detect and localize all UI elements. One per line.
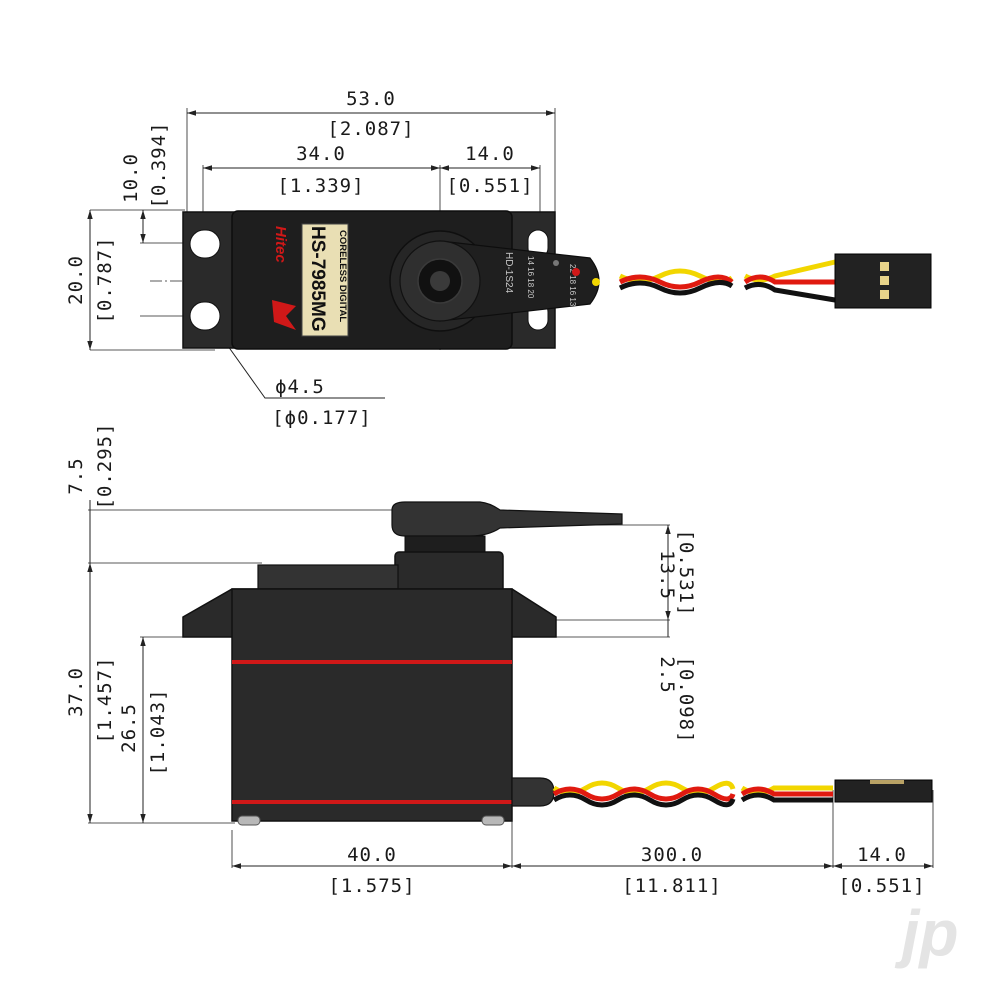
dim-hole-diameter-in: [ϕ0.177] [272,407,372,429]
dim-wire-length-in: [11.811] [622,875,722,897]
wire-bundle-side [552,780,833,808]
dim-flange-thickness-in: [0.098] [675,656,697,743]
dim-body-width-in: [0.787] [94,236,116,323]
wire-strain-relief [511,777,555,807]
dim-mount-spacing-mm: 34.0 [296,143,346,165]
horn-part-text: HD-1S24 [503,252,514,294]
dim-mount-spacing-in: [1.339] [277,175,364,197]
servo-horn-side [391,501,623,537]
red-stripe-lower [232,800,512,804]
side-view: 7.5 [0.295] 37.0 [1.457] 26.5 [1.043] 13… [65,422,934,897]
top-view: HS-7985MG CORELESS DIGITAL Hitec HD-1S24… [65,88,932,429]
dim-overall-length-mm: 53.0 [346,88,396,110]
mount-hole [189,229,221,259]
wire-bundle-top [618,259,836,303]
dim-shaft-offset-in: [0.551] [446,175,533,197]
dim-body-width-mm: 20.0 [65,255,87,305]
product-label: HS-7985MG CORELESS DIGITAL Hitec [272,223,349,337]
svg-text:14 16 18 20: 14 16 18 20 [526,256,535,299]
servo-body-side [231,588,513,822]
red-stripe-upper [232,660,512,664]
subtitle-label: CORELESS DIGITAL [337,230,348,322]
dim-body-length-in: [1.575] [328,875,415,897]
dim-flange-thickness-mm: 2.5 [656,656,678,693]
dim-shaft-offset-mm: 14.0 [465,143,515,165]
dim-body-length-mm: 40.0 [347,844,397,866]
dim-horn-height-in: [0.295] [94,422,116,509]
dim-ear-width-mm: 10.0 [120,153,142,203]
dim-overall-length-in: [2.087] [327,118,414,140]
dim-flange-height-mm: 26.5 [118,703,140,753]
dim-body-height-mm: 37.0 [65,667,87,717]
dim-ear-width-in: [0.394] [148,121,170,208]
model-label: HS-7985MG [307,226,328,332]
watermark-logo: jp [895,897,959,969]
dim-top-to-flange-mm: 13.5 [656,550,678,600]
mount-hole [189,301,221,331]
dim-hole-diameter-mm: ϕ4.5 [275,376,325,398]
dim-top-to-flange-in: [0.531] [675,529,697,616]
dim-connector-length-in: [0.551] [838,875,925,897]
brand-logo-mark [272,300,296,330]
dim-flange-height-in: [1.043] [147,688,169,775]
dim-connector-length-mm: 14.0 [857,844,907,866]
dim-horn-height-mm: 7.5 [65,457,87,494]
dim-wire-length-mm: 300.0 [641,844,703,866]
brand-logo: Hitec [272,226,289,263]
dim-body-height-in: [1.457] [94,656,116,743]
output-housing [394,551,504,593]
svg-text:22 18 16 13: 22 18 16 13 [568,264,577,307]
